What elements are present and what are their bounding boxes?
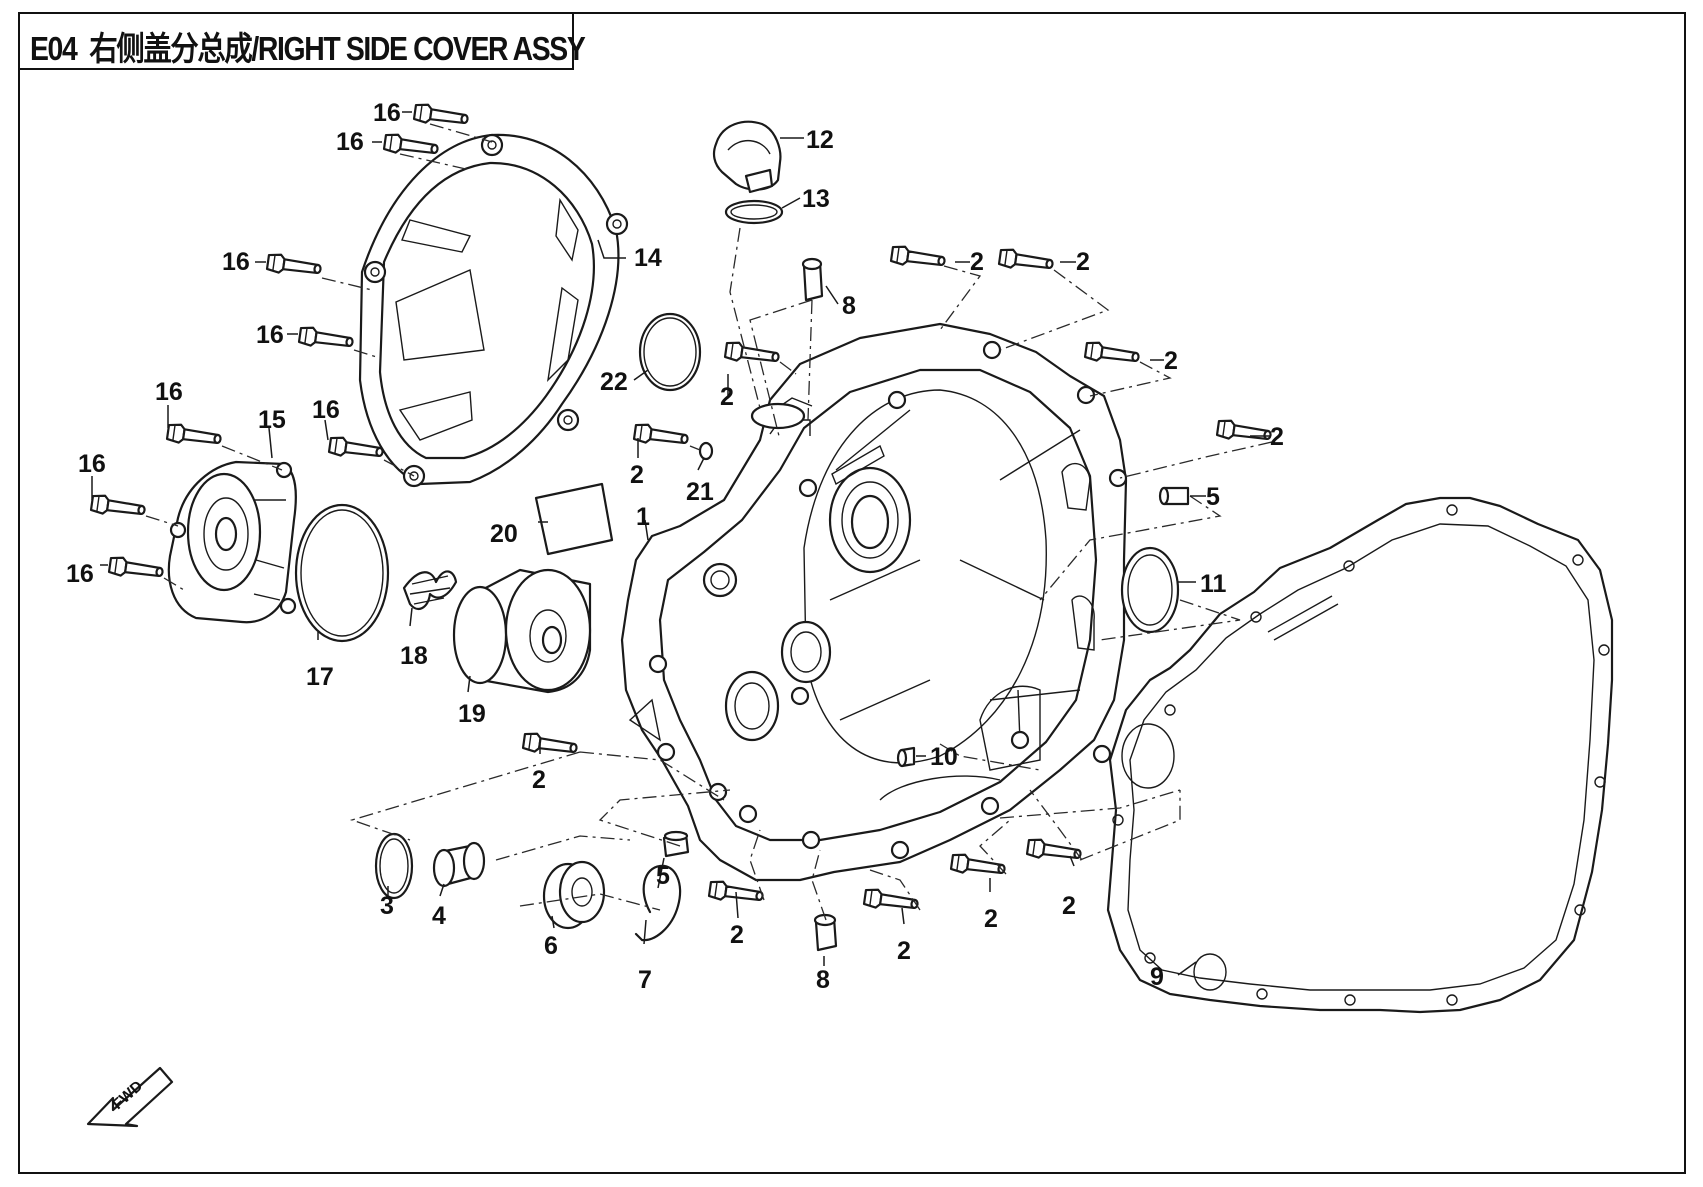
circlip-part-7 [634, 864, 682, 942]
oil-filter-part-19 [452, 568, 592, 694]
callout-5: 5 [1206, 483, 1220, 511]
callout-6: 6 [544, 932, 558, 960]
callout-2: 2 [730, 921, 744, 949]
clutch-cover-part-14 [358, 133, 629, 488]
callout-8: 8 [816, 966, 830, 994]
page-title: E04 右侧盖分总成/RIGHT SIDE COVER ASSY [30, 22, 586, 70]
callout-7: 7 [638, 966, 652, 994]
pin-part-5-top [1158, 486, 1190, 506]
callout-22: 22 [600, 368, 628, 396]
label-part-20 [534, 482, 614, 556]
callout-16: 16 [78, 450, 106, 478]
o-ring-part-22 [638, 312, 702, 392]
oil-seal-part-11 [1120, 546, 1180, 634]
alignment-lines [145, 123, 1273, 921]
title-code: E04 [30, 30, 78, 67]
callout-4: 4 [432, 902, 446, 930]
callout-2: 2 [970, 248, 984, 276]
callout-18: 18 [400, 642, 428, 670]
callout-2: 2 [630, 461, 644, 489]
dowel-part-8-bottom [813, 913, 838, 952]
callout-15: 15 [258, 406, 286, 434]
callout-labels: 1 2 2 2 2 2 2 2 2 2 2 2 2 3 4 5 5 6 7 8 … [66, 99, 1284, 994]
filter-cover-part-15 [167, 460, 297, 624]
dowel-part-8-top [801, 257, 824, 302]
callout-16: 16 [373, 99, 401, 127]
callout-11: 11 [1200, 570, 1227, 598]
callout-10: 10 [930, 743, 958, 771]
pin-part-10-shape [896, 746, 916, 768]
oil-cap-part-12 [712, 120, 782, 194]
gasket-part-9 [1106, 496, 1614, 1014]
callout-16: 16 [155, 378, 183, 406]
callout-16: 16 [256, 321, 284, 349]
callout-16: 16 [336, 128, 364, 156]
callout-2: 2 [720, 383, 734, 411]
o-ring-part-21 [698, 441, 714, 461]
callout-2: 2 [1076, 248, 1090, 276]
bushing-part-4 [432, 841, 486, 888]
right-crankcase-cover-part-1 [620, 322, 1128, 882]
drawing-frame [18, 12, 1686, 1174]
callout-16: 16 [222, 248, 250, 276]
callout-3: 3 [380, 892, 394, 920]
callout-1: 1 [636, 503, 650, 531]
o-ring-part-17 [294, 503, 390, 643]
callout-2: 2 [532, 766, 546, 794]
callout-16: 16 [312, 396, 340, 424]
callout-13: 13 [802, 185, 830, 213]
callout-leaders [91, 111, 1270, 976]
callout-2: 2 [897, 937, 911, 965]
callout-16: 16 [66, 560, 94, 588]
callout-9: 9 [1150, 963, 1164, 991]
o-ring-part-3 [374, 832, 414, 900]
fwd-arrow-icon: FWD [86, 1066, 174, 1128]
callout-17: 17 [306, 663, 334, 691]
title-cn: 右侧盖分总成 [89, 30, 252, 67]
callout-21: 21 [686, 478, 714, 506]
callout-20: 20 [490, 520, 518, 548]
spring-part-18 [402, 570, 458, 611]
callout-2: 2 [1062, 892, 1076, 920]
callout-2: 2 [1270, 423, 1284, 451]
o-ring-part-13 [724, 199, 784, 225]
callout-5: 5 [656, 862, 670, 890]
callout-8: 8 [842, 292, 856, 320]
callout-12: 12 [806, 126, 834, 154]
callout-2: 2 [984, 905, 998, 933]
seal-part-6 [542, 860, 606, 930]
title-en: /RIGHT SIDE COVER ASSY [251, 30, 585, 67]
callout-19: 19 [458, 700, 486, 728]
callout-2: 2 [1164, 347, 1178, 375]
callout-14: 14 [634, 244, 662, 272]
title-block: E04 右侧盖分总成/RIGHT SIDE COVER ASSY [18, 12, 586, 70]
pin-part-5-bottom [662, 830, 690, 858]
